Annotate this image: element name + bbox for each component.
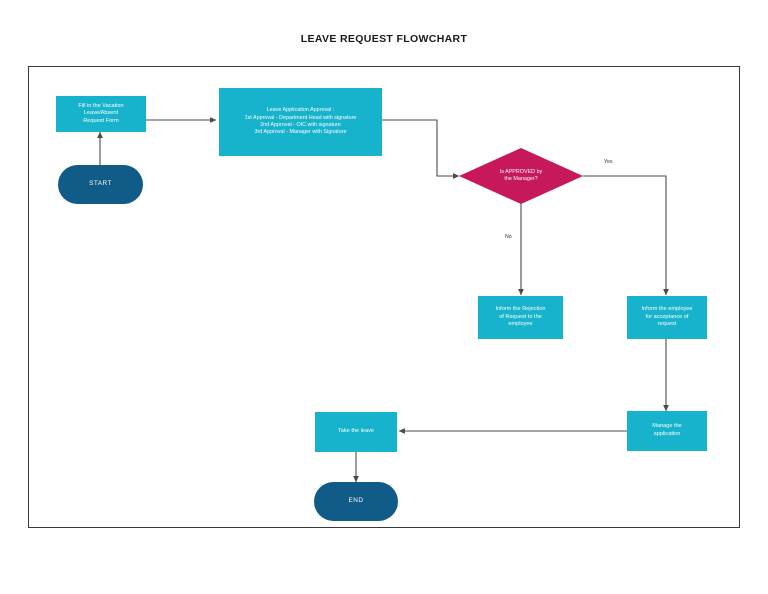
node-take-leave-label: Take the leave (337, 428, 375, 435)
node-fill-form[interactable]: Fill in the Vacation Leave/Absent Reques… (56, 96, 146, 132)
node-manage-application-label: Manage the application (652, 423, 682, 437)
node-start-label: START (89, 180, 112, 188)
node-fill-form-label: Fill in the Vacation Leave/Absent Reques… (78, 102, 124, 124)
edge-label-no: No (505, 234, 512, 240)
node-end-label: END (348, 497, 364, 505)
node-manage-application[interactable]: Manage the application (627, 411, 707, 451)
edge-label-yes: Yes (604, 159, 613, 165)
node-end[interactable]: END (314, 482, 398, 521)
node-start[interactable]: START (58, 165, 143, 204)
decision-diamond-shape (459, 148, 583, 204)
node-approval-label: Leave Application Approval : 1st Approva… (244, 107, 357, 136)
node-inform-acceptance[interactable]: Inform the employee for acceptance of re… (627, 296, 707, 339)
node-decision[interactable]: Is APPROVED by the Manager? (459, 148, 583, 204)
node-approval[interactable]: Leave Application Approval : 1st Approva… (219, 88, 382, 156)
page-title: LEAVE REQUEST FLOWCHART (300, 33, 468, 45)
node-inform-rejection[interactable]: Inform the Rejection of Request to the e… (478, 296, 563, 339)
node-inform-acceptance-label: Inform the employee for acceptance of re… (641, 306, 693, 328)
node-decision-label: Is APPROVED by the Manager? (499, 168, 543, 182)
node-inform-rejection-label: Inform the Rejection of Request to the e… (495, 306, 546, 328)
node-take-leave[interactable]: Take the leave (315, 412, 397, 452)
